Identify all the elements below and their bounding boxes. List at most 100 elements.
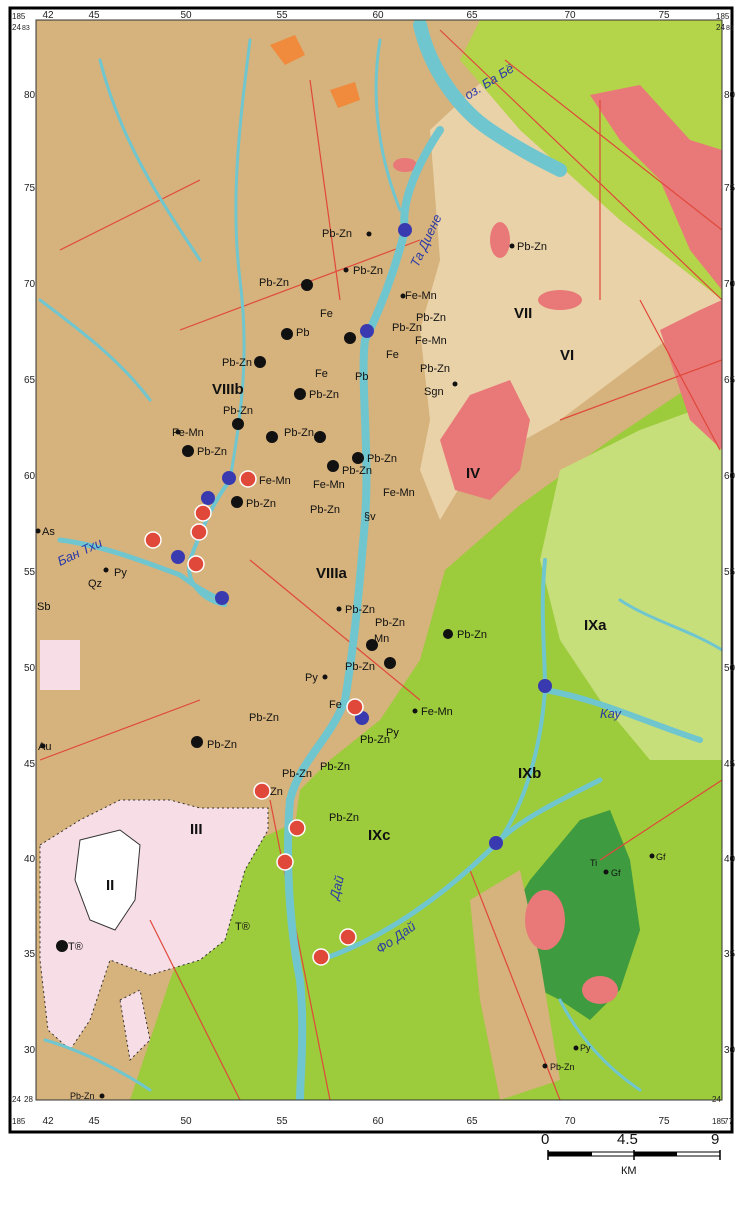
zone-viiia: VIIIa	[316, 565, 348, 582]
deposit-small	[542, 1063, 548, 1069]
deposit-labels: Pb-Zn Pb-Zn Pb-Zn Fe-Mn Pb-Zn Pb-Zn Fe P…	[37, 228, 666, 1101]
x-tick-bottom: 65	[466, 1116, 478, 1127]
deposit-label: Pb-Zn	[222, 357, 252, 369]
deposit-label: Pb-Zn	[342, 465, 372, 477]
deposit-label: Qz	[88, 578, 102, 590]
deposit-label: Fe-Mn	[172, 427, 204, 439]
deposit-small	[336, 606, 342, 612]
deposit-label: Pb-Zn	[310, 504, 340, 516]
deposit-markers	[35, 223, 655, 1099]
orange-patch-1	[270, 35, 305, 65]
granite-ne	[590, 85, 722, 290]
deposit-small	[509, 243, 515, 249]
rivers	[38, 20, 722, 1100]
y-tick-right: 75	[724, 183, 736, 194]
deposit-label: Pb-Zn	[345, 661, 375, 673]
granite-small-5	[393, 158, 417, 172]
deposit-large	[281, 328, 293, 340]
zone-viiib: VIIIb	[212, 381, 244, 398]
deposit-large	[294, 388, 306, 400]
y-tick-right: 45	[724, 759, 736, 770]
granite-small-3	[525, 890, 565, 950]
y-tick-right: 30	[724, 1045, 736, 1056]
deposit-small	[175, 429, 181, 435]
zone-ixb: IXb	[518, 765, 541, 782]
y-tick-right: 40	[724, 854, 736, 865]
deposit-label: Mn	[374, 633, 389, 645]
deposit-label: As	[42, 526, 55, 538]
scale-label-mid: 4.5	[617, 1131, 638, 1148]
corner-tr-3: 83	[726, 25, 734, 32]
intrusion-small	[119, 989, 151, 1062]
x-tick-top: 45	[88, 10, 100, 21]
deposit-small	[400, 293, 406, 299]
deposit-label: Pb-Zn	[322, 228, 352, 240]
deposit-small	[343, 267, 349, 273]
deposit-label: Py	[305, 672, 318, 684]
scale-bar-segment-3	[634, 1152, 677, 1156]
deposit-label: T®	[235, 921, 250, 933]
river-label-kau: Кау	[600, 706, 622, 721]
y-tick-right: 55	[724, 567, 736, 578]
deposit-small	[452, 381, 458, 387]
x-tick-bottom: 42	[42, 1116, 54, 1127]
deposit-label: Fe	[315, 368, 328, 380]
deposit-label: Pb-Zn	[353, 265, 383, 277]
corner-bl-2: 24	[12, 1095, 21, 1104]
intrusion-ii	[74, 829, 141, 931]
deposit-label: Fe	[329, 699, 342, 711]
deposit-large	[366, 639, 378, 651]
deposit-large	[314, 431, 326, 443]
corner-tl-1: 185	[12, 12, 26, 21]
map-inner-border	[35, 19, 723, 1101]
corner-tl-3: 83	[22, 25, 30, 32]
green-sw-formation	[130, 820, 310, 1100]
granite-iv	[440, 380, 530, 500]
deposit-label: Fe	[386, 349, 399, 361]
x-tick-bottom: 70	[564, 1116, 576, 1127]
deposit-label: Ti	[590, 858, 597, 868]
deposit-large	[352, 452, 364, 464]
y-tick-right: 80	[724, 90, 736, 101]
deposit-label: §v	[364, 511, 376, 523]
x-tick-top: 70	[564, 10, 576, 21]
y-tick-left: 75	[24, 183, 36, 194]
deposit-label: Pb-Zn	[259, 277, 289, 289]
y-tick-left: 40	[24, 854, 36, 865]
x-tick-bottom: 60	[372, 1116, 384, 1127]
deposit-small	[412, 708, 418, 714]
deposit-label: Fe-Mn	[421, 706, 453, 718]
deposit-large	[232, 418, 244, 430]
deposit-small	[322, 674, 328, 680]
green-ne-formation	[460, 20, 722, 300]
deposit-label: Fe-Mn	[383, 487, 415, 499]
deposit-label: Fe	[320, 308, 333, 320]
corner-bl-3: 28	[24, 1095, 33, 1104]
x-tick-bottom: 75	[658, 1116, 670, 1127]
blue-deposit	[171, 550, 185, 564]
x-tick-top: 75	[658, 10, 670, 21]
deposit-label: Zn	[270, 786, 283, 798]
deposit-label: Au	[38, 741, 51, 753]
pink-patch-west	[40, 640, 80, 690]
granite-small-4	[582, 976, 618, 1004]
scale-label-end: 9	[711, 1131, 719, 1148]
y-tick-left: 70	[24, 279, 36, 290]
y-tick-right: 50	[724, 663, 736, 674]
deposit-label: Pb-Zn	[457, 629, 487, 641]
corner-tr-1: 185	[716, 12, 730, 21]
light-green-ixa	[540, 400, 722, 760]
deposit-small	[103, 567, 109, 573]
deposit-small	[573, 1045, 579, 1051]
deposit-label: Py	[386, 727, 399, 739]
y-tick-left: 60	[24, 471, 36, 482]
deposit-small	[99, 1093, 105, 1099]
scale-unit: КМ	[621, 1165, 637, 1177]
x-tick-top: 65	[466, 10, 478, 21]
blue-deposit	[215, 591, 229, 605]
deposit-label: Fe-Mn	[415, 335, 447, 347]
zone-ii: II	[106, 877, 114, 894]
deposit-label: Pb-Zn	[345, 604, 375, 616]
granite-small-2	[538, 290, 582, 310]
